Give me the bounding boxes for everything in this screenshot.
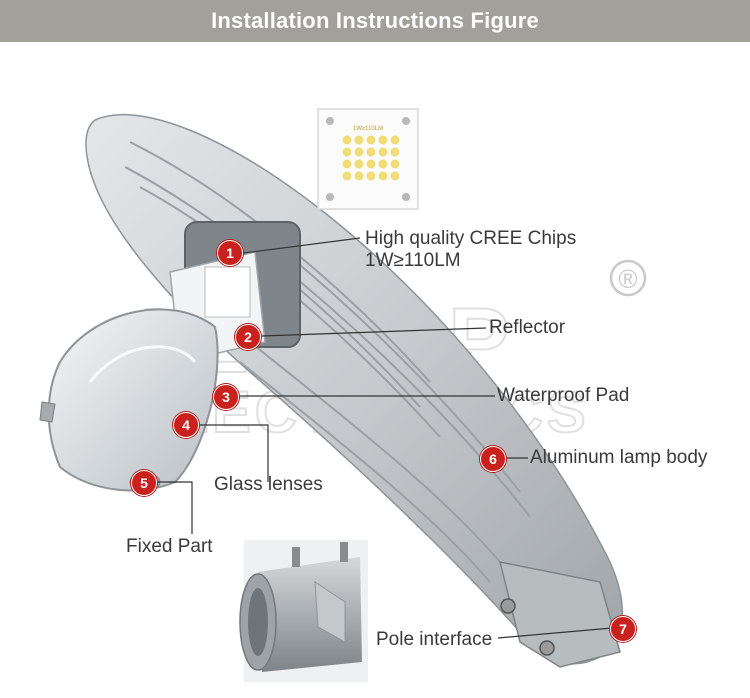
- leader-lines: [156, 237, 613, 639]
- callout-label-7: Pole interface: [376, 629, 493, 650]
- page-title: Installation Instructions Figure: [211, 8, 539, 33]
- callout-label-1: High quality CREE Chips 1W≥110LM: [365, 228, 576, 272]
- callout-label-6: Aluminum lamp body: [530, 447, 708, 468]
- glass-lens: [39, 308, 219, 492]
- registered-mark-glyph: ®: [618, 264, 637, 294]
- chip-board-label: 1W≥110LM: [353, 126, 383, 132]
- registered-mark: ®: [609, 259, 647, 297]
- callout-badge-2: 2: [235, 324, 261, 350]
- callout-label-1-line1: High quality CREE Chips: [365, 228, 577, 249]
- callout-badge-5: 5: [131, 470, 157, 496]
- header-banner: Installation Instructions Figure: [0, 0, 750, 42]
- callout-badge-4: 4: [173, 412, 199, 438]
- led-chip-inset: 1W≥110LM: [317, 108, 419, 210]
- callout-badge-3: 3: [213, 384, 239, 410]
- lamp-illustration: ALLTOP ELECTRONICS ®: [39, 108, 647, 682]
- callout-badge-7: 7: [610, 616, 636, 642]
- callout-label-5: Fixed Part: [126, 536, 213, 557]
- callout-label-1-line2: 1W≥110LM: [365, 250, 461, 271]
- callout-label-4: Glass lenses: [214, 474, 323, 495]
- callout-label-3: Waterproof Pad: [497, 385, 630, 406]
- diagram-stage: ALLTOP ELECTRONICS ®: [0, 42, 750, 698]
- pole-interface-inset: [239, 540, 368, 682]
- callout-badge-6: 6: [480, 446, 506, 472]
- callout-label-2: Reflector: [489, 317, 566, 338]
- callout-badge-1: 1: [217, 240, 243, 266]
